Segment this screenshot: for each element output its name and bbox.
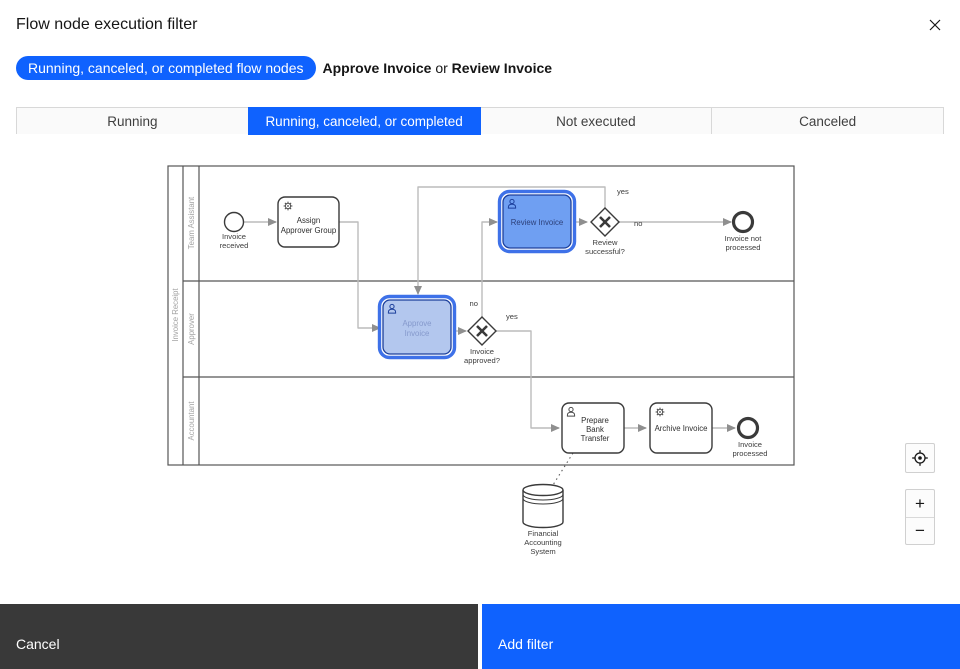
bpmn-pool-invoice-receipt: Invoice Receipt Team Assistant Approver … (167, 165, 795, 466)
tab-canceled[interactable]: Canceled (711, 107, 944, 135)
service-task-icon (655, 407, 665, 417)
task-prepare-label-1: Prepare (581, 416, 609, 425)
task-prepare-bank-transfer[interactable]: Prepare Bank Transfer (561, 402, 625, 454)
tab-running[interactable]: Running (16, 107, 249, 135)
lane-accountant-label: Accountant (187, 401, 196, 441)
pool-label: Invoice Receipt (171, 288, 180, 342)
filter-type-tag: Running, canceled, or completed flow nod… (16, 56, 316, 80)
lane-approver-label: Approver (187, 313, 196, 345)
gateway-review-label-1: Review (593, 238, 618, 247)
task-archive-invoice[interactable]: Archive Invoice (649, 402, 713, 454)
diagram-canvas[interactable]: Invoice Receipt Team Assistant Approver … (0, 134, 960, 604)
user-task-icon (566, 406, 576, 417)
gateway-invoice-approved[interactable]: Invoice approved? no yes (464, 299, 518, 365)
selected-node-b: Review Invoice (451, 60, 553, 76)
task-prepare-label-3: Transfer (581, 434, 610, 443)
lane-team-assistant-label: Team Assistant (187, 196, 196, 249)
start-event-invoice-received[interactable]: Invoice received (220, 211, 249, 251)
gateway-review-successful[interactable]: Review successful? yes no (585, 187, 642, 256)
cancel-button[interactable]: Cancel (0, 604, 478, 669)
add-filter-button[interactable]: Add filter (482, 604, 960, 669)
task-assign-approver-group[interactable]: Assign Approver Group (277, 196, 340, 248)
zoom-controls: + − (905, 489, 935, 545)
task-prepare-label-2: Bank (586, 425, 604, 434)
approved-yes-label: yes (506, 312, 518, 321)
modal-title: Flow node execution filter (16, 16, 198, 33)
gateway-approved-label-2: approved? (464, 356, 500, 365)
close-button[interactable] (918, 8, 952, 42)
reset-viewport-button[interactable] (905, 443, 935, 473)
task-approve-label-2: Invoice (405, 329, 430, 338)
datastore-label-1: Financial (528, 529, 559, 538)
task-approve-label-1: Approve (402, 319, 431, 328)
end-not-processed-label-1: Invoice not (725, 234, 763, 243)
user-task-icon (387, 303, 397, 314)
datastore-label-3: System (530, 547, 555, 556)
task-assign-label-1: Assign (297, 216, 320, 225)
filter-summary: Running, canceled, or completed flow nod… (16, 56, 552, 80)
zoom-out-button[interactable]: − (906, 516, 934, 545)
user-task-icon (507, 198, 517, 209)
execution-state-tabs: Running Running, canceled, or completed … (16, 107, 944, 135)
selected-node-a: Approve Invoice (322, 60, 432, 76)
task-review-invoice[interactable]: Review Invoice (497, 189, 577, 254)
datastore-financial-accounting-system: Financial Accounting System (522, 483, 564, 556)
end-not-processed-label-2: processed (725, 243, 760, 252)
task-approve-invoice[interactable]: Approve Invoice (377, 294, 457, 360)
start-event-label-2: received (220, 241, 249, 250)
bpmn-diagram: Invoice Receipt Team Assistant Approver … (167, 165, 795, 556)
task-assign-label-2: Approver Group (281, 226, 337, 235)
end-processed-label-2: processed (732, 449, 767, 458)
conjunction: or (431, 60, 452, 76)
close-icon (929, 19, 941, 31)
tab-not-executed[interactable]: Not executed (479, 107, 713, 135)
review-no-label: no (634, 219, 642, 228)
modal-footer: Cancel Add filter (0, 604, 960, 669)
target-icon (912, 450, 928, 466)
start-event-label-1: Invoice (222, 232, 246, 241)
sequence-flows (244, 186, 736, 486)
task-review-label: Review Invoice (511, 218, 563, 227)
approved-no-label: no (470, 299, 478, 308)
task-archive-label: Archive Invoice (655, 424, 708, 433)
review-yes-label: yes (617, 187, 629, 196)
end-processed-label-1: Invoice (738, 440, 762, 449)
gateway-review-label-2: successful? (585, 247, 625, 256)
service-task-icon (283, 201, 293, 211)
end-event-invoice-processed[interactable]: Invoice processed (732, 416, 768, 459)
datastore-label-2: Accounting (524, 538, 562, 547)
selected-nodes-text: Approve Invoice or Review Invoice (323, 60, 553, 76)
end-event-invoice-not-processed[interactable]: Invoice not processed (725, 210, 763, 253)
zoom-in-button[interactable]: + (906, 490, 934, 517)
tab-running-canceled-completed[interactable]: Running, canceled, or completed (247, 107, 481, 135)
gateway-approved-label-1: Invoice (470, 347, 494, 356)
